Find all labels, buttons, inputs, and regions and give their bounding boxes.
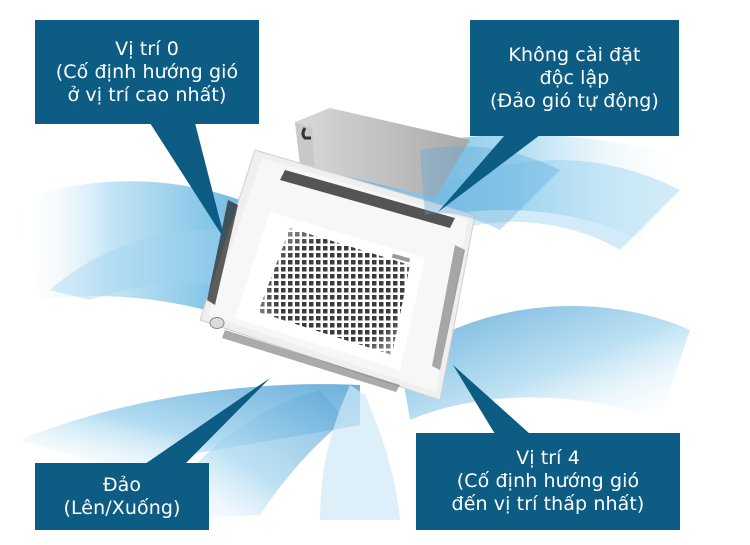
louver-bottom [222,330,400,392]
callout-line: Vị trí 4 [516,447,580,469]
callout-line: ở vị trí cao nhất) [67,83,227,106]
sensor-icon [209,317,225,329]
callout-tail-bottom-right [453,365,530,434]
callout-line: (Lên/Xuống) [63,496,181,519]
callout-auto-swing: Không cài đặt độc lập (Đảo gió tự động) [470,20,679,136]
louver-top [280,170,455,228]
callout-position-0: Vị trí 0 (Cố định hướng gió ở vị trí cao… [35,20,259,124]
callout-line: (Đảo gió tự động) [490,89,659,112]
callout-tail-top-left [150,123,225,240]
callout-swing-up-down: Đảo (Lên/Xuống) [35,463,209,530]
callout-line: Không cài đặt [508,43,641,66]
callout-line: (Cố định hướng gió [55,60,239,83]
callout-line: độc lập [539,66,610,89]
callout-position-4: Vị trí 4 (Cố định hướng gió đến vị trí t… [416,433,680,530]
callout-tail-bottom-left [145,378,270,464]
callout-line: Đảo [102,473,142,496]
airflow-left [20,181,240,320]
callout-line: đến vị trí thấp nhất) [451,493,645,515]
airflow-bottom-left [20,384,360,470]
callout-tail-top-right [438,135,540,212]
callout-line: Vị trí 0 [115,37,179,60]
brand-logo-icon [391,253,411,263]
cassette-unit [199,108,476,401]
louver-right [432,245,465,370]
louver-left [207,200,238,305]
callout-line: (Cố định hướng gió [456,470,640,492]
